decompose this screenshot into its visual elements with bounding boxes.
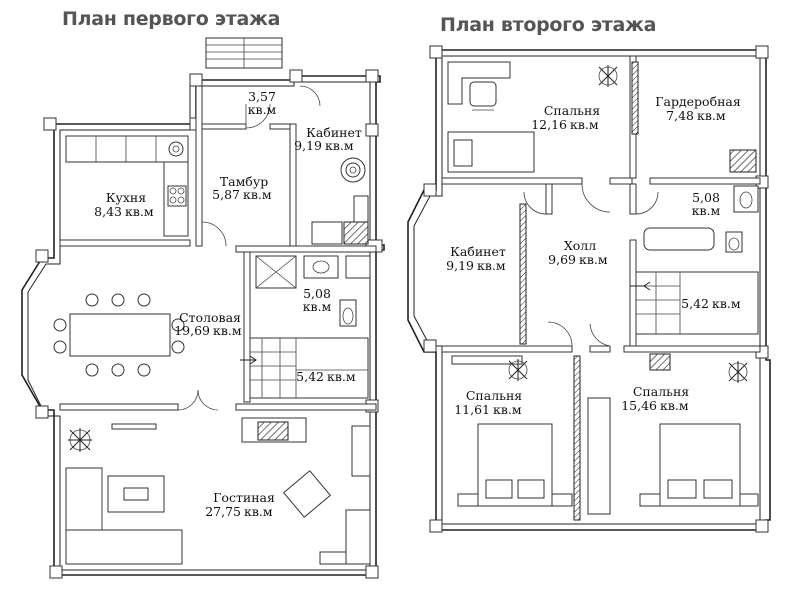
fireplace [241, 417, 307, 443]
hall-area: 9,69 [548, 252, 576, 267]
bedroom-right-area: 15,46 [621, 398, 657, 413]
plant-icon [68, 428, 92, 452]
vestibule-area: 3,57 [248, 89, 276, 104]
second-floor-interior-walls [441, 55, 761, 521]
bedroom-top-unit: кв.м [570, 117, 599, 132]
stairs-area: 5,42 [296, 369, 324, 384]
office-name: Кабинет [306, 125, 362, 140]
dining-name: Столовая [179, 310, 241, 325]
wardrobe-furniture [729, 149, 757, 173]
office-furniture [311, 157, 369, 245]
kitchen-area: 8,43 [94, 204, 122, 219]
bathroom-unit: кв.м [303, 299, 332, 314]
bedroom-top-furniture [447, 61, 618, 173]
study-name: Кабинет [450, 244, 506, 259]
first-floor-interior-walls [59, 85, 377, 411]
upstairs-bath-area: 5,08 [692, 190, 720, 205]
entrance-steps [205, 37, 283, 69]
upstairs-bath-unit: кв.м [692, 203, 721, 218]
first-floor-bathroom [255, 255, 371, 327]
plant-icon [508, 359, 528, 381]
upstairs-stairs-unit: кв.м [712, 296, 741, 311]
second-floor-title: План второго этажа [440, 14, 657, 36]
bedroom-left-area: 11,61 [454, 402, 490, 417]
wardrobe-name: Гардеробная [655, 94, 741, 109]
living-name: Гостиная [213, 490, 275, 505]
second-floor-labels: Спальня 12,16 кв.м Гардеробная 7,48 кв.м… [446, 94, 741, 417]
second-floor-doors [523, 183, 659, 347]
bedroom-left-unit: кв.м [493, 402, 522, 417]
wardrobe-unit: кв.м [697, 108, 726, 123]
tambour-name: Тамбур [220, 174, 268, 189]
bedroom-right-name: Спальня [633, 384, 689, 399]
tambour-unit: кв.м [243, 187, 272, 202]
office-area: 9,19 [294, 138, 322, 153]
bedroom-left-name: Спальня [466, 388, 522, 403]
bedroom-left-furniture [451, 355, 573, 507]
plant-icon [598, 65, 618, 87]
dining-unit: кв.м [213, 323, 242, 338]
bedroom-right-furniture [587, 353, 759, 515]
kitchen-furniture [65, 135, 189, 237]
wardrobe-area: 7,48 [666, 108, 694, 123]
bedroom-top-name: Спальня [544, 103, 600, 118]
dining-set [53, 293, 185, 377]
bathroom-area: 5,08 [303, 286, 331, 301]
second-floor-stairs [630, 271, 759, 335]
first-floor-plan [21, 37, 385, 579]
second-floor-plan [407, 45, 771, 533]
hall-name: Холл [564, 238, 596, 253]
bedroom-top-area: 12,16 [531, 117, 567, 132]
living-room-furniture [65, 423, 371, 565]
hall-unit: кв.м [579, 252, 608, 267]
tambour-area: 5,87 [212, 187, 240, 202]
bedroom-right-unit: кв.м [660, 398, 689, 413]
dining-area: 19,69 [174, 323, 210, 338]
office-unit: кв.м [325, 138, 354, 153]
second-floor-bathroom [643, 185, 759, 253]
kitchen-unit: кв.м [125, 204, 154, 219]
study-unit: кв.м [477, 258, 506, 273]
first-floor-labels: 3,57 кв.м Кабинет 9,19 кв.м Тамбур 5,87 … [94, 89, 362, 519]
first-floor-title: План первого этажа [62, 8, 281, 30]
stairs-unit: кв.м [327, 369, 356, 384]
first-floor-stairs [240, 337, 369, 399]
living-area: 27,75 [205, 504, 241, 519]
living-unit: кв.м [244, 504, 273, 519]
study-area: 9,19 [446, 258, 474, 273]
kitchen-name: Кухня [106, 190, 146, 205]
vestibule-unit: кв.м [248, 102, 277, 117]
plant-icon [728, 361, 748, 383]
upstairs-stairs-area: 5,42 [681, 296, 709, 311]
